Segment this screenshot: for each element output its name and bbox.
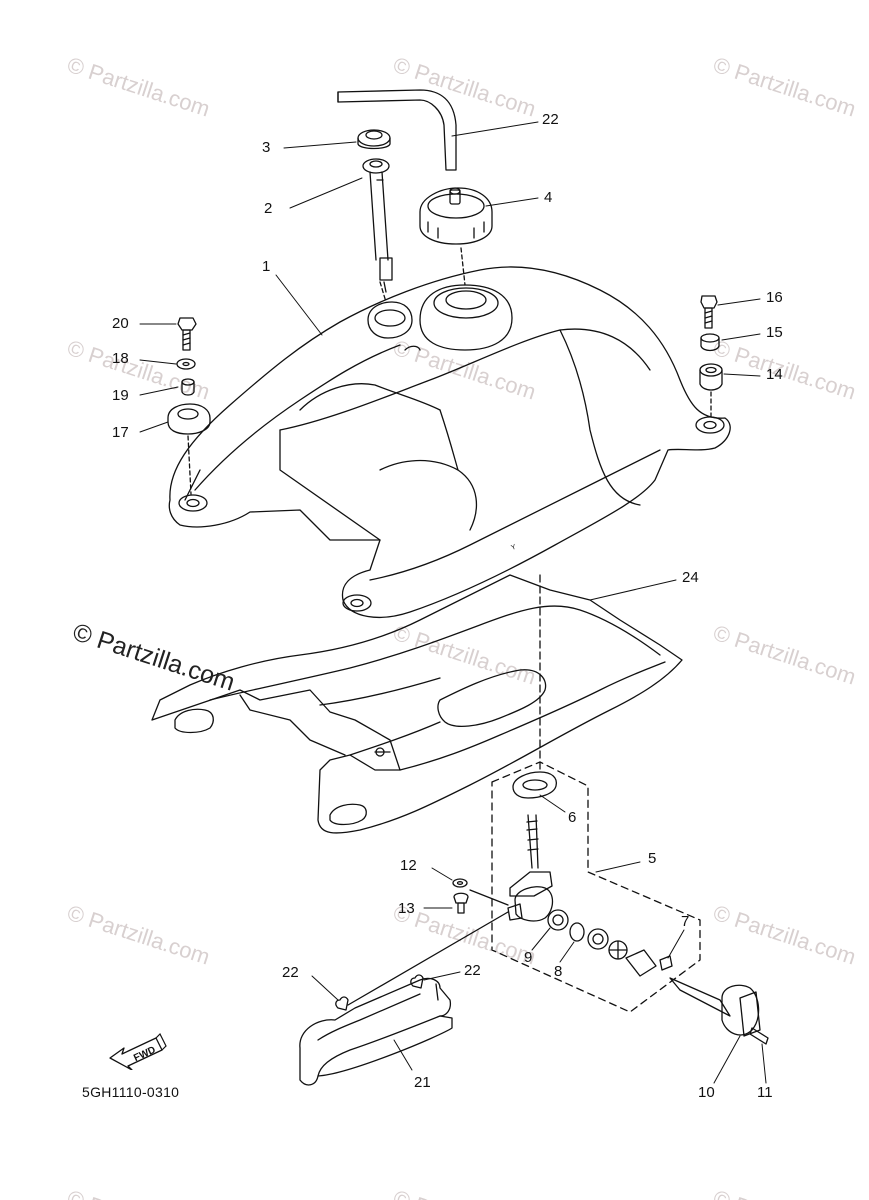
callout-8: 8 [554,963,563,980]
callout-11: 11 [757,1084,773,1101]
washer-part-12 [452,878,468,888]
callout-18: 18 [112,350,129,367]
callout-7: 7 [681,913,690,930]
callout-23: 22 [542,111,559,128]
callout-12: 12 [400,857,417,874]
callout-2: 2 [264,200,273,217]
callout-5: 5 [648,850,657,867]
callout-17: 17 [112,424,129,441]
filter-tube-part-2 [362,158,393,293]
screw-part-13 [453,892,469,914]
collar-part-15 [700,333,720,352]
clip-part-22a [335,996,349,1011]
fuel-cap-part-4 [419,187,493,245]
callout-22-right: 22 [464,962,481,979]
callout-15: 15 [766,324,783,341]
callout-20: 20 [112,315,129,332]
tank-bracket-part-24 [151,574,683,834]
fuel-hose-part-21 [299,977,453,1086]
callout-6: 6 [568,809,577,826]
damper-part-14 [699,363,723,391]
svg-text:Y: Y [510,544,517,552]
callout-4: 4 [544,189,553,206]
bolt-part-16 [700,295,718,329]
callout-1: 1 [262,258,271,275]
washer-part-18 [176,358,196,370]
clip-part-22b [410,974,424,989]
callout-16: 16 [766,289,783,306]
collar-part-19 [181,378,195,396]
callout-21: 21 [414,1074,431,1091]
breather-hose-part-23 [337,89,457,171]
callout-10: 10 [698,1084,715,1101]
callout-24: 24 [682,569,699,586]
fuel-cock-assembly [507,771,769,1045]
callout-13: 13 [398,900,415,917]
callout-3: 3 [262,139,271,156]
callout-22-left: 22 [282,964,299,981]
callout-14: 14 [766,366,783,383]
callout-19: 19 [112,387,129,404]
callout-9: 9 [524,949,533,966]
grommet-part-3 [357,129,391,150]
forward-arrow-icon: FWD [109,1032,167,1070]
bolt-part-20 [177,317,197,351]
diagram-code: 5GH1110-0310 [82,1084,180,1100]
damper-part-17 [167,403,211,435]
fuel-tank: Y [168,266,731,618]
